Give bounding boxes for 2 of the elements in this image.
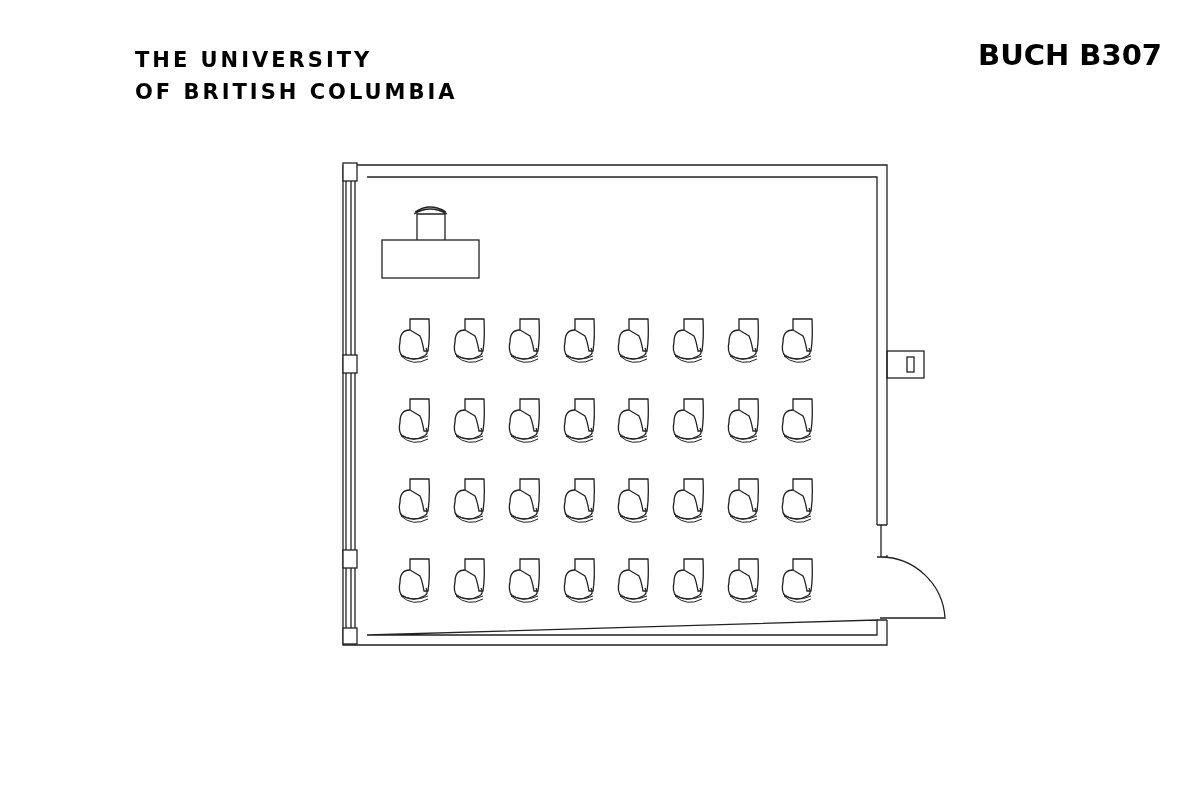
institution-name: THE UNIVERSITY OF BRITISH COLUMBIA (135, 47, 458, 106)
room-title: BUCH B307 (978, 38, 1162, 72)
